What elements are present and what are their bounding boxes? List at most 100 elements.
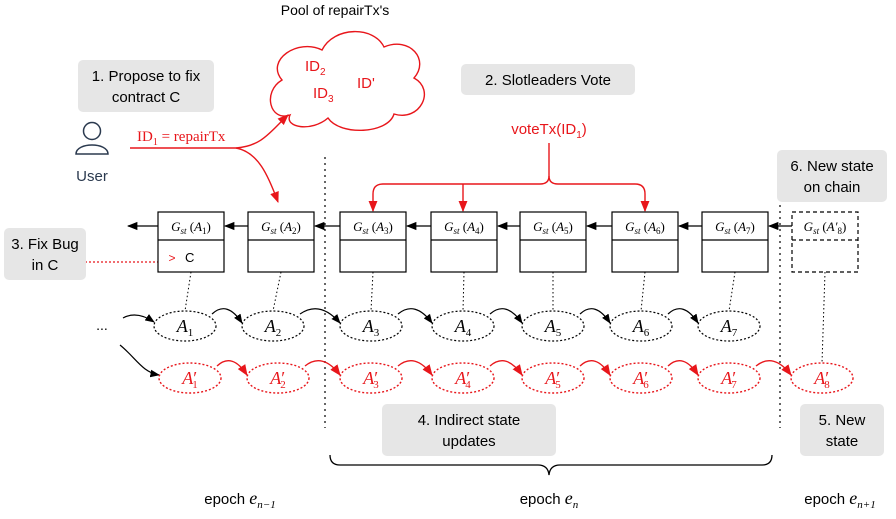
block-label: Gst (A1) [171, 219, 211, 236]
block-state-link [728, 271, 736, 312]
vote-label: voteTx(ID1) [511, 121, 587, 141]
state-label: A7 [720, 316, 738, 339]
block-state-link [821, 271, 826, 364]
step2-label-box [461, 64, 635, 95]
block-frame [611, 211, 679, 273]
vote-arrow [368, 175, 550, 213]
state-label: A6 [632, 316, 650, 339]
block-5: Gst (A5) [519, 211, 587, 273]
block-frame [791, 211, 859, 273]
block-1: Gst (A1) [157, 211, 225, 273]
primed-state-label: A′5 [544, 368, 561, 391]
block-frame [339, 211, 407, 273]
block-frame [430, 211, 498, 273]
connector-layer [85, 30, 826, 476]
step3-label-line: in C [32, 257, 59, 274]
user-body [75, 144, 109, 155]
block-state-link [370, 271, 374, 312]
primed-state-node [246, 362, 310, 394]
pool-id: ID3 [313, 85, 334, 105]
block-cell-marker: > [168, 251, 175, 265]
user-head [82, 121, 102, 141]
state-node [697, 310, 761, 342]
tx-to-pool-arrow [235, 114, 289, 149]
pool-id: ID' [357, 75, 375, 92]
block-label: Gst (A4) [444, 219, 484, 236]
primed-state-arrow [397, 360, 433, 376]
step3-label-box [4, 228, 86, 280]
block-7: Gst (A7) [701, 211, 769, 273]
state-node [609, 310, 673, 342]
primed-state-node [158, 362, 222, 394]
state-arrow [489, 308, 523, 324]
primed-state-label: A′6 [632, 368, 649, 391]
block-frame [519, 211, 587, 273]
state-node [153, 310, 217, 342]
step1-label-line: contract C [112, 89, 181, 106]
state-label: A3 [362, 316, 380, 339]
block-2: Gst (A2) [247, 211, 315, 273]
block-state-link [462, 271, 465, 312]
block-8: Gst (A′8) [791, 211, 859, 273]
block-label: Gst (A7) [715, 219, 755, 236]
block-label: Gst (A3) [353, 219, 393, 236]
step5-label-box [800, 404, 884, 456]
primed-state-node [790, 362, 854, 394]
block-frame [157, 211, 225, 273]
state-arrow [122, 314, 155, 323]
step2-label-line: 2. Slotleaders Vote [485, 72, 611, 89]
primed-state-arrow [755, 360, 792, 376]
state-node [431, 310, 495, 342]
primed-state-label: A′4 [454, 368, 471, 391]
epoch-label: epoch en+1 [804, 488, 875, 511]
state-arrow [397, 308, 433, 324]
pool-cloud [269, 30, 425, 131]
block-frame [247, 211, 315, 273]
primed-state-node [609, 362, 673, 394]
user-icon [75, 121, 109, 155]
user-label: User [76, 168, 108, 185]
state-node [521, 310, 585, 342]
block-state-link [184, 271, 192, 312]
step4-label-line: updates [442, 433, 495, 450]
step6-label-line: on chain [804, 179, 861, 196]
step6-label-box [777, 150, 887, 202]
element-layer: Gst (A1) Gst (A2) Gst (A3) Gst (A4) Gst (A5)… [4, 2, 887, 511]
block-4: Gst (A4) [430, 211, 498, 273]
vote-arrow [548, 175, 650, 213]
epoch-label: epoch en [520, 488, 579, 511]
user-tx-label: ID1 = repairTx [137, 129, 226, 148]
block-label: Gst (A2) [261, 219, 301, 236]
state-label: A5 [544, 316, 562, 339]
state-node [241, 310, 305, 342]
state-arrow [579, 308, 611, 324]
state-label: A4 [454, 316, 472, 339]
tx-to-block-arrow [235, 147, 279, 204]
primed-state-label: A′7 [720, 368, 737, 391]
primed-state-node [339, 362, 403, 394]
primed-state-node [697, 362, 761, 394]
step3-label-line: 3. Fix Bug [11, 236, 79, 253]
primed-state-arrow [216, 360, 248, 376]
primed-state-arrow [304, 360, 341, 376]
block-cell-text: C [185, 250, 194, 265]
primed-state-label: A′2 [269, 368, 285, 391]
state-node [339, 310, 403, 342]
epoch-brace [329, 454, 773, 476]
block-frame [701, 211, 769, 273]
block-label: Gst (A6) [625, 219, 665, 236]
block-3: Gst (A3) [339, 211, 407, 273]
step1-label-line: 1. Propose to fix [92, 68, 201, 85]
state-arrow [211, 308, 243, 324]
block-state-link [272, 271, 282, 312]
primed-state-arrow [579, 360, 611, 376]
step6-label-line: 6. New state [790, 158, 873, 175]
primed-state-arrow [667, 360, 699, 376]
primed-entry-arrow [119, 344, 160, 378]
block-state-link [640, 271, 646, 312]
state-label: A2 [264, 316, 282, 339]
state-arrow [299, 308, 341, 324]
pool-id: ID2 [305, 58, 326, 78]
